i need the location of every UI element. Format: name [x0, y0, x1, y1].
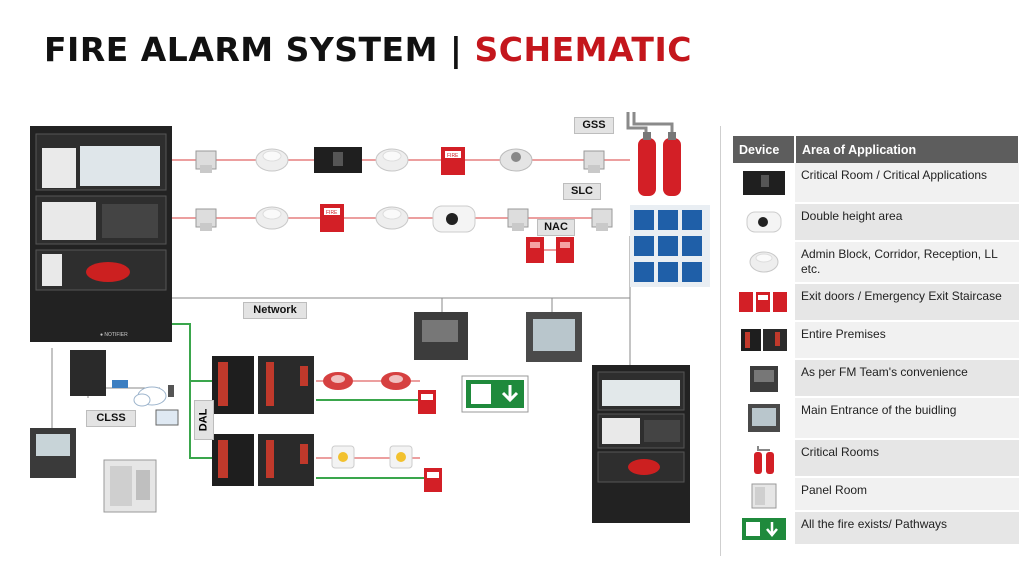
- wireless-detector-icon: [389, 445, 413, 469]
- legend-icon-cell: [733, 477, 795, 512]
- legend-text: Panel Room: [795, 477, 1019, 512]
- legend-header-row: Device Area of Application: [733, 136, 1020, 163]
- legend-row: Main Entrance of the buidling: [733, 397, 1019, 440]
- wall-detector-icon: [432, 205, 476, 233]
- control-module-icon: [212, 434, 314, 486]
- network-annunciator-icon: [750, 366, 778, 392]
- legend-row: Exit doors / Emergency Exit Staircase: [733, 283, 1019, 322]
- page-title: FIRE ALARM SYSTEM | SCHEMATIC: [44, 30, 692, 69]
- router-icon: [112, 380, 128, 388]
- panel-box-icon: [314, 147, 362, 173]
- divider: [720, 126, 721, 556]
- manual-call-point-icon: [424, 468, 442, 492]
- smoke-detector-icon: [749, 251, 779, 273]
- manual-call-point-icon: [418, 390, 436, 414]
- horn-strobe-icon: [556, 237, 574, 263]
- isolator-module-icon: [591, 208, 613, 231]
- monitor-icon: [155, 409, 179, 426]
- extinguisher-icon: [754, 446, 774, 474]
- legend-text: All the fire exists/ Pathways: [795, 511, 1019, 546]
- touch-display-icon: [748, 404, 780, 432]
- legend-icon-cell: [733, 439, 795, 478]
- network-annunciator-icon: [414, 312, 468, 360]
- svg-text:FIRE: FIRE: [447, 153, 459, 159]
- schematic-diagram: ● NOTIFIER FIRE FIRE: [30, 112, 710, 523]
- legend-text: Entire Premises: [795, 321, 1019, 360]
- electrical-panel-icon: [751, 483, 777, 509]
- legend-icon-cell: [733, 283, 795, 322]
- wall-detector-icon: [746, 211, 782, 233]
- manual-call-point-icon: FIRE: [441, 147, 465, 175]
- title-accent: SCHEMATIC: [474, 30, 692, 69]
- legend-icon-cell: [733, 397, 795, 440]
- legend-icon-cell: [733, 511, 795, 546]
- heat-detector-icon: [499, 148, 533, 172]
- legend-icon-cell: [733, 359, 795, 398]
- phone-icon: [168, 385, 174, 397]
- legend-row: Entire Premises: [733, 321, 1019, 360]
- control-module-icon: [212, 356, 314, 414]
- control-module-icon: [741, 329, 787, 351]
- label-dal: DAL: [194, 400, 214, 440]
- isolator-module-icon: [583, 150, 605, 173]
- label-slc: SLC: [563, 183, 601, 200]
- smoke-detector-icon: [375, 148, 409, 172]
- manual-call-point-icon: [739, 292, 787, 312]
- label-dal-text: DAL: [197, 408, 210, 432]
- electrical-panel-icon: [103, 459, 157, 513]
- gas-suppression-cylinders-icon: [626, 112, 681, 196]
- legend-header-device: Device: [733, 136, 796, 163]
- legend-text: Admin Block, Corridor, Reception, LL etc…: [795, 241, 1019, 284]
- annunciator-display-icon: [30, 428, 76, 478]
- manual-call-point-icon: FIRE: [320, 204, 344, 232]
- legend-row: Panel Room: [733, 477, 1019, 512]
- label-nac: NAC: [537, 219, 575, 236]
- sounder-base-icon: [323, 372, 353, 390]
- exit-sign-icon: [461, 375, 529, 413]
- legend-row: Admin Block, Corridor, Reception, LL etc…: [733, 241, 1019, 284]
- gateway-box-icon: [70, 350, 106, 396]
- label-gss: GSS: [574, 117, 614, 134]
- smoke-detector-icon: [375, 206, 409, 230]
- legend-row: Critical Room / Critical Applications: [733, 163, 1019, 204]
- device-legend-table: Device Area of Application Critical Room…: [733, 136, 1020, 546]
- svg-text:FIRE: FIRE: [326, 210, 338, 216]
- legend-row: All the fire exists/ Pathways: [733, 511, 1019, 546]
- legend-row: As per FM Team's convenience: [733, 359, 1019, 398]
- main-fire-alarm-panel: ● NOTIFIER: [30, 126, 172, 342]
- legend-icon-cell: [733, 163, 795, 204]
- title-main: FIRE ALARM SYSTEM |: [44, 30, 475, 69]
- panel-box-icon: [743, 171, 785, 195]
- legend-text: As per FM Team's convenience: [795, 359, 1019, 398]
- isolator-module-icon: [507, 208, 529, 231]
- sounder-base-icon: [381, 372, 411, 390]
- legend-header-area: Area of Application: [795, 136, 1020, 163]
- legend-text: Critical Rooms: [795, 439, 1019, 478]
- smoke-detector-icon: [255, 148, 289, 172]
- horn-strobe-icon: [526, 237, 544, 263]
- legend-row: Critical Rooms: [733, 439, 1019, 478]
- legend-icon-cell: [733, 203, 795, 242]
- legend-text: Main Entrance of the buidling: [795, 397, 1019, 440]
- exit-sign-icon: [742, 518, 786, 540]
- wireless-detector-icon: [331, 445, 355, 469]
- cloud-icon: [133, 386, 167, 407]
- dal-wiring: [172, 323, 424, 479]
- smoke-detector-icon: [255, 206, 289, 230]
- legend-text: Exit doors / Emergency Exit Staircase: [795, 283, 1019, 322]
- label-clss: CLSS: [86, 410, 136, 427]
- isolator-module-icon: [195, 150, 217, 173]
- legend-icon-cell: [733, 241, 795, 284]
- legend-text: Critical Room / Critical Applications: [795, 163, 1019, 204]
- legend-text: Double height area: [795, 203, 1019, 242]
- secondary-fire-alarm-panel: [592, 365, 690, 523]
- panel-logo: ● NOTIFIER: [100, 332, 128, 338]
- legend-row: Double height area: [733, 203, 1019, 242]
- safety-signage-grid: [630, 205, 710, 287]
- isolator-module-icon: [195, 208, 217, 231]
- touch-display-icon: [526, 312, 582, 362]
- legend-icon-cell: [733, 321, 795, 360]
- label-network: Network: [243, 302, 307, 319]
